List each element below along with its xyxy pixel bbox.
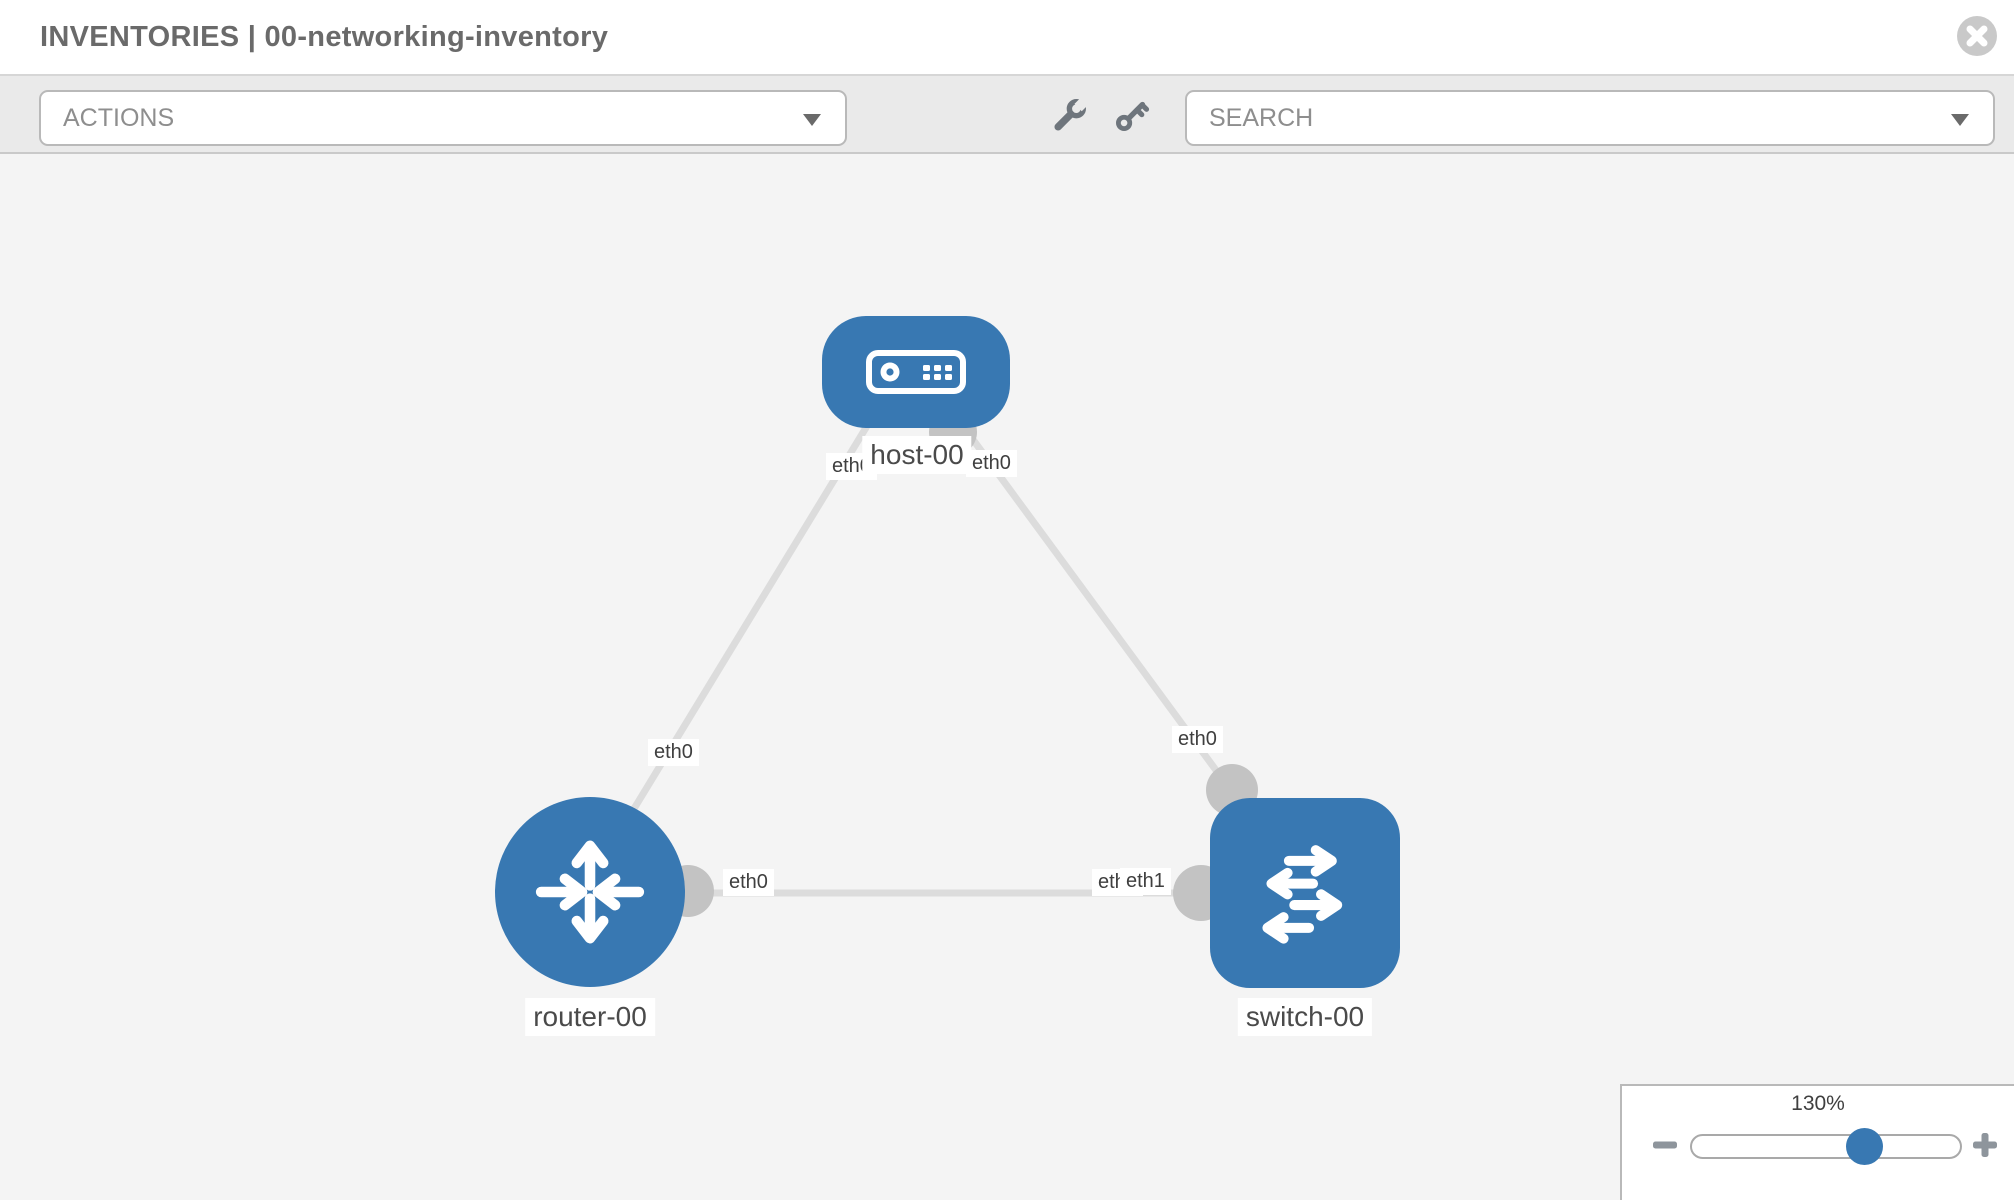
header-bar: INVENTORIES | 00-networking-inventory bbox=[0, 0, 2014, 76]
key-icon bbox=[1116, 101, 1150, 131]
key-button[interactable] bbox=[1113, 96, 1151, 134]
wrench-icon bbox=[1054, 96, 1090, 131]
actions-dropdown-label: ACTIONS bbox=[63, 104, 175, 132]
port-label-switch-eth1: eth1 bbox=[1120, 868, 1171, 895]
minus-icon bbox=[1653, 1141, 1677, 1149]
node-host-00[interactable] bbox=[822, 316, 1010, 428]
node-switch-00[interactable] bbox=[1210, 798, 1400, 988]
zoom-slider-handle[interactable] bbox=[1846, 1128, 1883, 1165]
node-label-switch: switch-00 bbox=[1237, 998, 1373, 1036]
wrench-button[interactable] bbox=[1051, 96, 1090, 134]
search-placeholder: SEARCH bbox=[1209, 104, 1314, 132]
search-dropdown[interactable]: SEARCH bbox=[1185, 90, 1995, 146]
switch-icon bbox=[1262, 845, 1343, 944]
topology-canvas[interactable] bbox=[0, 154, 2014, 1200]
chevron-down-icon bbox=[803, 114, 821, 126]
toolbar: ACTIONS SEARCH bbox=[0, 76, 2014, 154]
zoom-out-button[interactable] bbox=[1650, 1130, 1680, 1165]
host-icon bbox=[866, 350, 966, 394]
page-title: INVENTORIES | 00-networking-inventory bbox=[40, 21, 609, 53]
port-label-router-eth0-right: eth0 bbox=[723, 869, 774, 896]
router-icon bbox=[535, 840, 645, 944]
zoom-slider-track[interactable] bbox=[1690, 1134, 1962, 1159]
actions-dropdown[interactable]: ACTIONS bbox=[39, 90, 847, 146]
node-router-00[interactable] bbox=[495, 797, 685, 987]
port-label-router-eth0-up: eth0 bbox=[648, 739, 699, 766]
node-label-host: host-00 bbox=[862, 436, 972, 474]
zoom-in-button[interactable] bbox=[1970, 1130, 2000, 1165]
close-icon bbox=[1966, 25, 1988, 47]
zoom-panel: 130% bbox=[1620, 1084, 2014, 1200]
port-label-switch-eth0-up: eth0 bbox=[1172, 726, 1223, 753]
chevron-down-icon bbox=[1951, 114, 1969, 126]
port-label-host-eth0-right: eth0 bbox=[966, 450, 1017, 477]
plus-icon bbox=[1973, 1133, 1997, 1157]
zoom-level-value: 130% bbox=[1791, 1092, 1845, 1115]
close-button[interactable] bbox=[1957, 16, 1997, 56]
node-label-router: router-00 bbox=[525, 998, 655, 1036]
